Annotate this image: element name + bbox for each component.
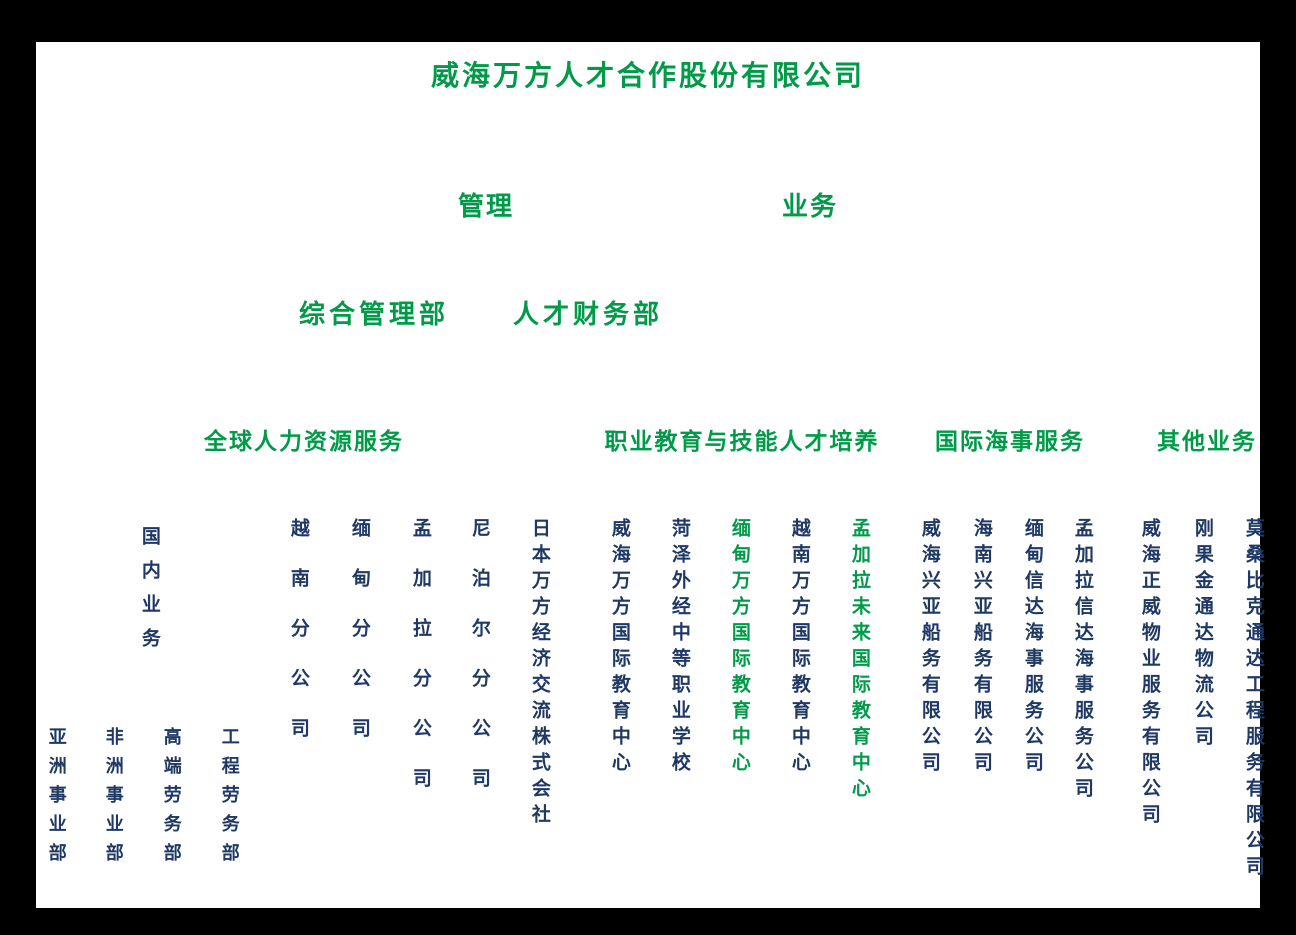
- unit-nepal-branch: 尼泊尔分公司: [468, 518, 490, 818]
- unit-mozambique-tongda-engineering-services: 莫桑比克通达工程服务有限公司: [1242, 518, 1264, 882]
- unit-congo-tongda-logistics: 刚果金通达物流公司: [1191, 518, 1213, 752]
- category-vocational-education: 职业教育与技能人才培养: [604, 428, 880, 454]
- unit-heze-foreign-trade-vocational-school: 菏泽外经中等职业学校: [668, 518, 690, 778]
- division-asia: 亚洲事业部: [46, 727, 67, 872]
- dept-talent-finance: 人才财务部: [512, 299, 664, 329]
- dept-comprehensive-management: 综合管理部: [298, 299, 450, 329]
- unit-weihai-wanfang-intl-education-center: 威海万方国际教育中心: [608, 518, 630, 778]
- unit-bangladesh-future-intl-education-center: 孟加拉未来国际教育中心: [848, 518, 870, 804]
- unit-myanmar-wanfang-intl-education-center: 缅甸万方国际教育中心: [728, 518, 750, 778]
- division-engineering-labor: 工程劳务部: [219, 727, 240, 872]
- branch-business: 业务: [781, 191, 839, 221]
- unit-japan-wanfang-economic-exchange: 日本万方经济交流株式会社: [528, 518, 550, 830]
- unit-weihai-xingya-shipping: 威海兴亚船务有限公司: [918, 518, 940, 778]
- branch-management: 管理: [457, 191, 515, 221]
- unit-weihai-zhengwei-property-services: 威海正威物业服务有限公司: [1138, 518, 1160, 830]
- unit-bangladesh-xinda-maritime-services: 孟加拉信达海事服务公司: [1071, 518, 1093, 804]
- category-international-maritime: 国际海事服务: [935, 428, 1085, 454]
- unit-vietnam-branch: 越南分公司: [287, 518, 309, 768]
- unit-myanmar-xinda-maritime-services: 缅甸信达海事服务公司: [1021, 518, 1043, 778]
- category-other-business: 其他业务: [1157, 428, 1257, 454]
- company-title: 威海万方人才合作股份有限公司: [430, 60, 866, 91]
- unit-vietnam-wanfang-intl-education-center: 越南万方国际教育中心: [788, 518, 810, 778]
- slide-background: [36, 42, 1260, 908]
- division-africa: 非洲事业部: [103, 727, 124, 872]
- unit-bangladesh-branch: 孟加拉分公司: [409, 518, 431, 818]
- category-global-hr-services: 全球人力资源服务: [204, 428, 404, 454]
- division-highend-labor: 高端劳务部: [161, 727, 182, 872]
- unit-myanmar-branch: 缅甸分公司: [348, 518, 370, 768]
- unit-hainan-xingya-shipping: 海南兴亚船务有限公司: [970, 518, 992, 778]
- unit-domestic-business: 国内业务: [138, 526, 160, 662]
